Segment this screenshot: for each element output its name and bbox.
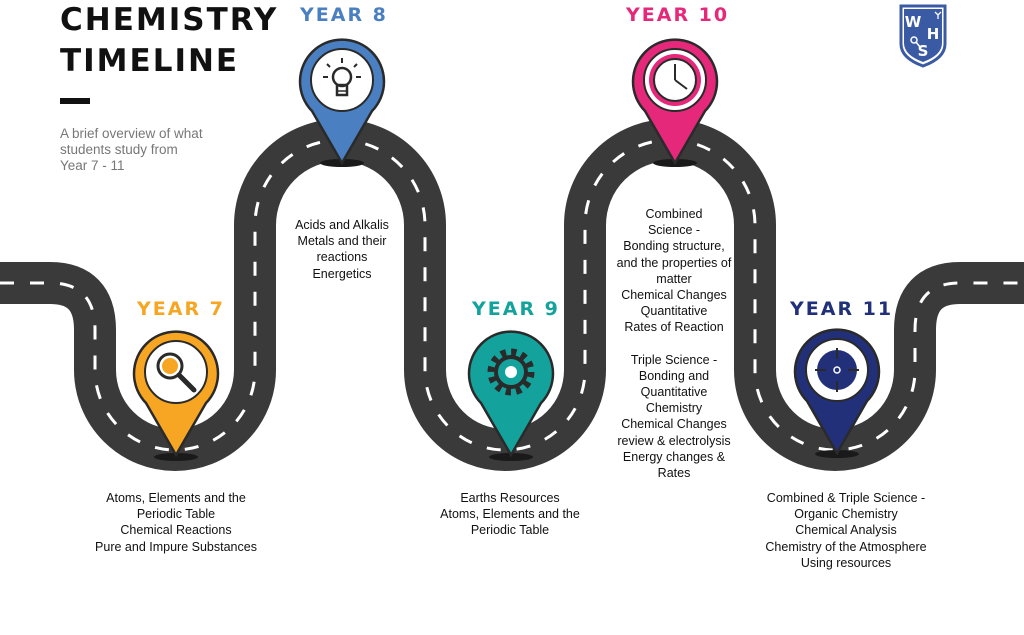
topic-item: Atoms, Elements and the [440, 507, 580, 522]
topic-item: matter [656, 271, 692, 286]
year-7-label: YEAR 7 [137, 298, 225, 320]
topic-item: Bonding structure, [623, 239, 725, 254]
magnifier-icon [156, 352, 197, 393]
subtitle-line: students study from [60, 142, 178, 157]
topic-item: Bonding and [638, 368, 710, 383]
year-11-pin [793, 328, 881, 456]
topic-item: Pure and Impure Substances [95, 539, 257, 554]
target-icon [810, 343, 864, 397]
topic-item: Chemical Changes [621, 288, 727, 303]
topic-item: Atoms, Elements and the [106, 491, 246, 505]
topic-item: reactions [316, 250, 368, 265]
year-9-topics: Earths Resources Atoms, Elements and the… [430, 490, 590, 539]
topic-item: Rates of Reaction [624, 320, 724, 335]
topic-item: Energy changes & [622, 449, 726, 464]
topic-item: Combined [645, 207, 703, 221]
topic-item: Chemical Changes [621, 417, 727, 432]
title-line-2: TIMELINE [60, 43, 240, 79]
logo-emblem-icon [910, 36, 918, 44]
lightbulb-icon [323, 58, 361, 97]
topic-item: review & electrolysis [617, 433, 731, 448]
subtitle-line: Year 7 - 11 [60, 158, 125, 173]
topic-item: Using resources [800, 555, 892, 570]
clock-icon [649, 54, 701, 106]
title-line-1: CHEMISTRY [60, 2, 279, 38]
topic-item: Periodic Table [136, 507, 216, 522]
page-title: CHEMISTRY TIMELINE [60, 0, 278, 82]
year-10-pin [631, 38, 719, 166]
topic-gap [604, 336, 744, 352]
year-9-label: YEAR 9 [472, 298, 560, 320]
year-9-pin [467, 330, 555, 458]
road-path [0, 119, 1024, 471]
title-underline [60, 98, 90, 104]
subtitle-line: A brief overview of what [60, 126, 203, 141]
topic-item: Chemistry of the Atmosphere [765, 539, 927, 554]
topic-item: Quantitative [640, 385, 708, 400]
year-7-pin [132, 330, 220, 458]
topic-item: Chemistry [645, 401, 703, 416]
topic-item: Combined & Triple Science - [766, 491, 926, 505]
topic-item: Chemical Analysis [795, 523, 897, 538]
topic-item: Quantitative [640, 304, 708, 319]
topic-item: Rates [657, 466, 691, 481]
page-subtitle: A brief overview of what students study … [60, 126, 245, 174]
topic-item: Organic Chemistry [794, 507, 898, 522]
year-8-label: YEAR 8 [300, 4, 388, 26]
gear-icon [487, 348, 535, 396]
logo-letter: H [927, 25, 940, 43]
year-7-topics: Atoms, Elements and the Periodic Table C… [86, 490, 266, 555]
topic-item: Science - [647, 223, 701, 238]
topic-item: Metals and their [297, 234, 387, 249]
year-11-topics: Combined & Triple Science - Organic Chem… [756, 490, 936, 571]
topic-item: Chemical Reactions [120, 523, 232, 538]
topic-item: Periodic Table [470, 523, 550, 538]
logo-bull-icon [934, 11, 942, 19]
topic-item: Earths Resources [460, 491, 560, 505]
year-8-pin [298, 38, 386, 166]
logo-letter: W [905, 13, 922, 31]
topic-item: Acids and Alkalis [295, 218, 389, 232]
topic-item: Energetics [312, 266, 372, 281]
year-8-topics: Acids and Alkalis Metals and their react… [282, 217, 402, 282]
topic-item: Triple Science - [630, 352, 718, 367]
year-10-topics: Combined Science - Bonding structure, an… [604, 206, 744, 481]
topic-item: and the properties of [616, 255, 732, 270]
year-10-label: YEAR 10 [626, 4, 730, 26]
logo-letter: S [918, 42, 929, 60]
year-11-label: YEAR 11 [790, 298, 894, 320]
school-logo: W H S [899, 4, 947, 68]
